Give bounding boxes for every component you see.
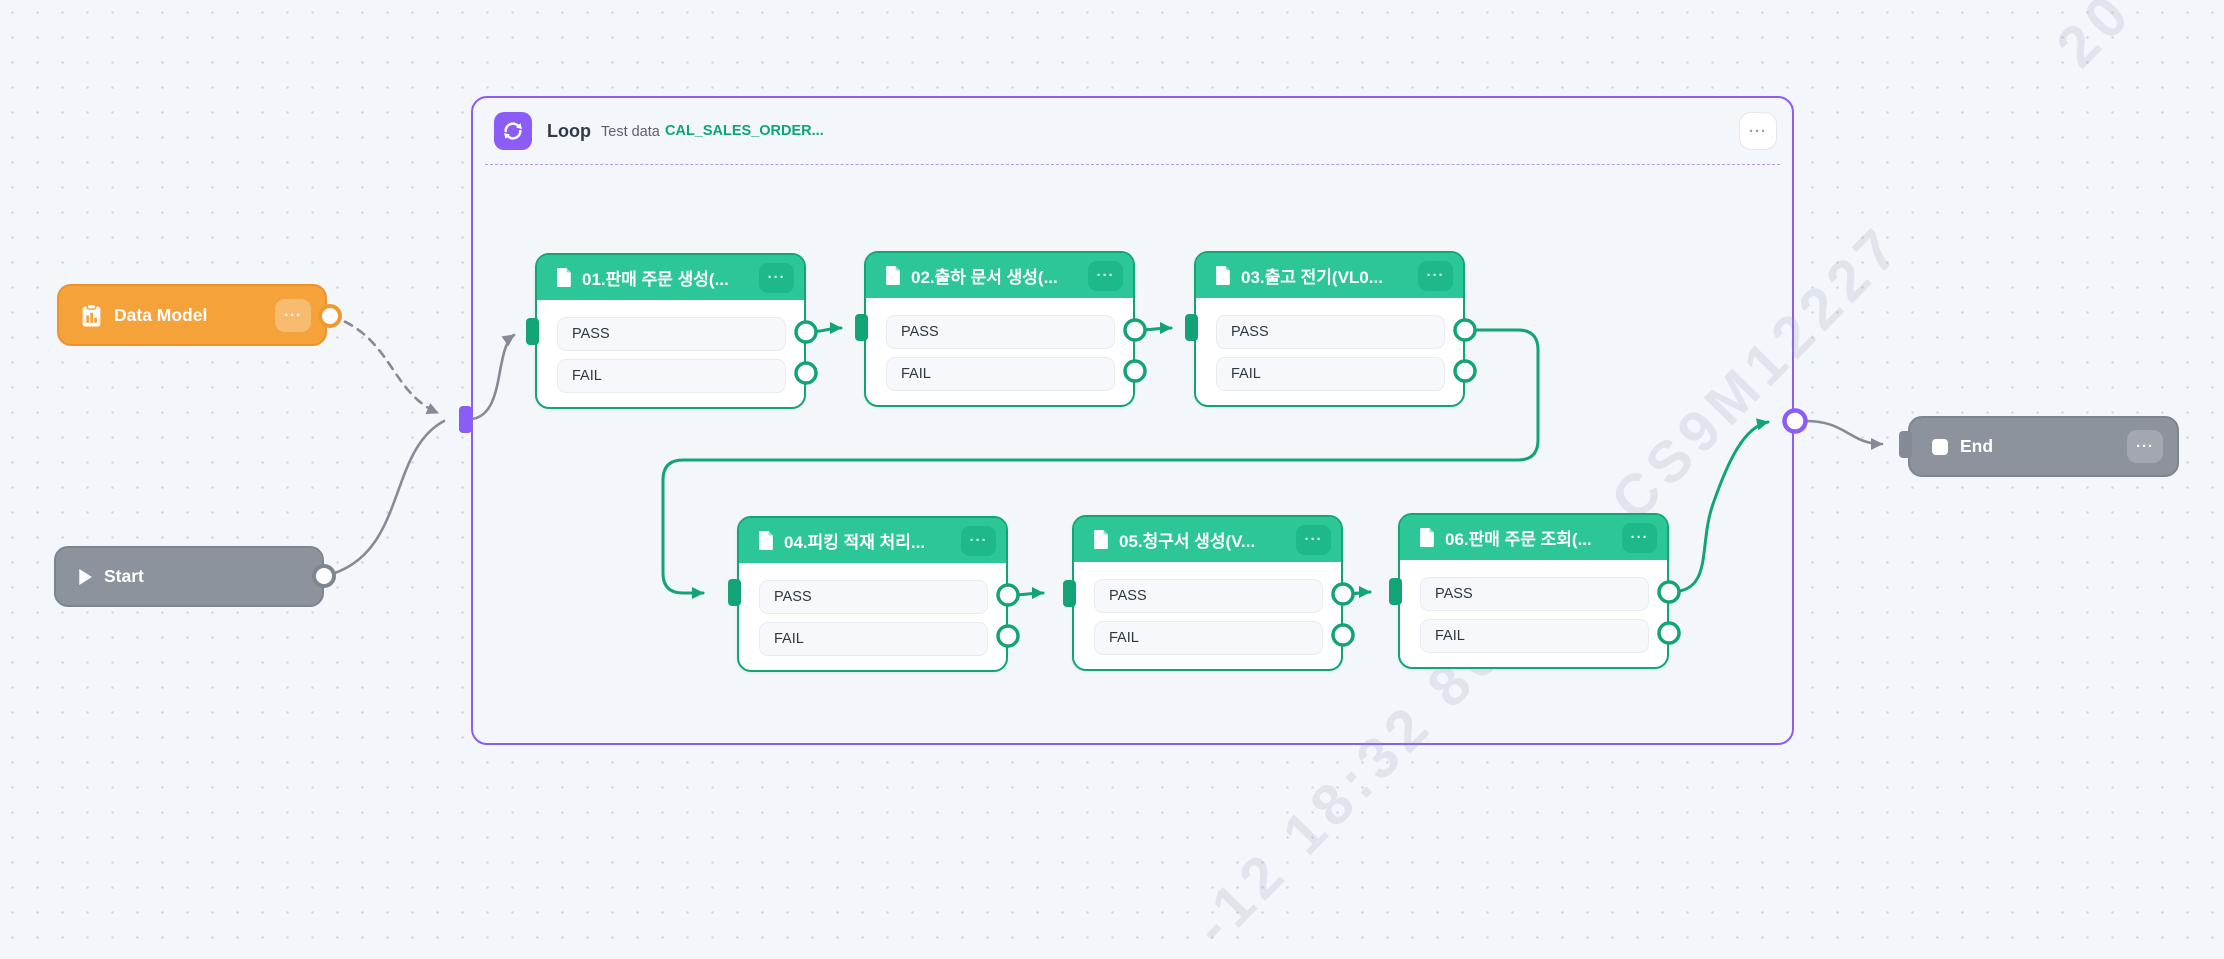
step-menu-button[interactable]: ···: [1296, 524, 1331, 555]
document-icon: [557, 268, 572, 287]
document-icon: [886, 266, 901, 285]
data-model-node[interactable]: Data Model ···: [57, 284, 327, 346]
step-title: 01.판매 주문 생성(...: [582, 270, 729, 289]
output-row-pass: PASS: [1094, 579, 1323, 613]
document-icon: [1420, 528, 1435, 547]
output-row-pass: PASS: [759, 580, 988, 614]
end-label: End: [1960, 436, 1994, 456]
step-title: 06.판매 주문 조회(...: [1445, 530, 1592, 549]
step-title: 03.출고 전기(VL0...: [1241, 268, 1383, 287]
output-row-fail: FAIL: [1420, 619, 1649, 653]
loop-title: Loop: [547, 121, 591, 141]
step-title: 02.출하 문서 생성(...: [911, 268, 1058, 287]
wire-start-to-loop[interactable]: [323, 419, 446, 578]
data-model-label: Data Model: [114, 304, 208, 325]
step-03-header: 03.출고 전기(VL0... ···: [1196, 253, 1463, 298]
step-node-04[interactable]: 04.피킹 적재 처리... ··· PASS FAIL: [737, 516, 1008, 672]
output-row-pass: PASS: [1420, 577, 1649, 611]
step-04-header: 04.피킹 적재 처리... ···: [739, 518, 1006, 563]
stop-icon: [1932, 438, 1948, 455]
loop-dataset-link[interactable]: CAL_SALES_ORDER...: [665, 123, 824, 139]
loop-menu-button[interactable]: ···: [1739, 112, 1777, 150]
step-title: 05.청구서 생성(V...: [1119, 532, 1256, 551]
loop-header-separator: [485, 164, 1780, 165]
step-02-header: 02.출하 문서 생성(... ···: [866, 253, 1133, 298]
wire-loop-exit-to-end[interactable]: [1804, 419, 1884, 450]
step-01-header: 01.판매 주문 생성(... ···: [537, 255, 804, 300]
clipboard-chart-icon: [81, 303, 102, 327]
loop-subtitle: Test data: [601, 124, 660, 140]
output-row-pass: PASS: [886, 315, 1115, 349]
document-icon: [1216, 266, 1231, 285]
wire-data-model-to-loop[interactable]: [329, 314, 440, 415]
document-icon: [759, 531, 774, 550]
step-title: 04.피킹 적재 처리...: [784, 533, 926, 552]
step-menu-button[interactable]: ···: [1418, 260, 1453, 291]
output-row-fail: FAIL: [557, 359, 786, 393]
document-icon: [1094, 530, 1109, 549]
start-node[interactable]: Start: [54, 546, 324, 607]
output-row-pass: PASS: [557, 317, 786, 351]
loop-header: Loop Test data CAL_SALES_ORDER... ···: [473, 98, 1792, 164]
step-node-05[interactable]: 05.청구서 생성(V... ··· PASS FAIL: [1072, 515, 1343, 671]
data-model-menu-button[interactable]: ···: [275, 298, 311, 332]
step-node-01[interactable]: 01.판매 주문 생성(... ··· PASS FAIL: [535, 253, 806, 409]
step-menu-button[interactable]: ···: [1622, 522, 1657, 553]
output-row-fail: FAIL: [886, 357, 1115, 391]
step-menu-button[interactable]: ···: [759, 262, 794, 293]
loop-repeat-icon: [494, 112, 532, 150]
output-row-fail: FAIL: [759, 622, 988, 656]
start-label: Start: [104, 566, 144, 586]
step-node-03[interactable]: 03.출고 전기(VL0... ··· PASS FAIL: [1194, 251, 1465, 407]
end-node[interactable]: End ···: [1908, 416, 2179, 477]
step-06-header: 06.판매 주문 조회(... ···: [1400, 515, 1667, 560]
output-row-pass: PASS: [1216, 315, 1445, 349]
step-05-header: 05.청구서 생성(V... ···: [1074, 517, 1341, 562]
end-menu-button[interactable]: ···: [2127, 430, 2163, 463]
step-menu-button[interactable]: ···: [1088, 260, 1123, 291]
output-row-fail: FAIL: [1216, 357, 1445, 391]
watermark-fragment: 20: [2043, 0, 2146, 80]
output-row-fail: FAIL: [1094, 621, 1323, 655]
step-menu-button[interactable]: ···: [961, 525, 996, 556]
step-node-06[interactable]: 06.판매 주문 조회(... ··· PASS FAIL: [1398, 513, 1669, 669]
step-node-02[interactable]: 02.출하 문서 생성(... ··· PASS FAIL: [864, 251, 1135, 407]
play-icon: [78, 568, 92, 585]
